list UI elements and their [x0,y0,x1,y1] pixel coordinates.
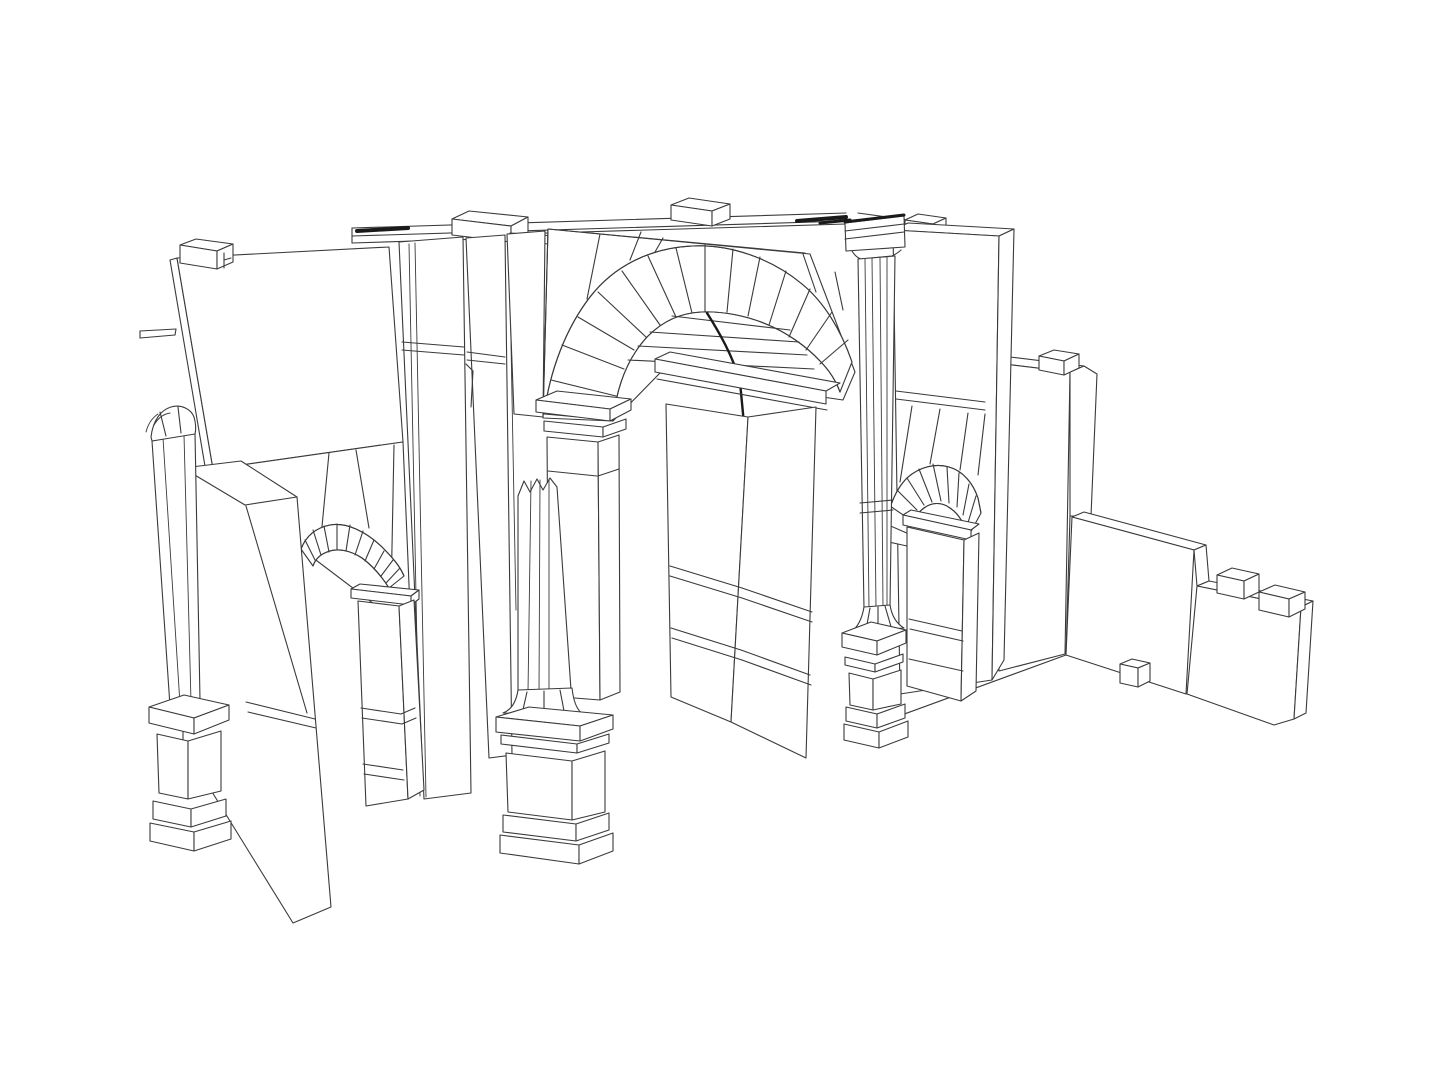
pillar-c-strip [506,230,546,418]
left-ledge-stub [139,328,177,339]
left-column-pedestal [148,694,232,852]
left-column [145,405,201,707]
central-arch [543,244,853,426]
pillar-b [465,234,517,759]
right-column [843,213,906,633]
center-column-pedestal [495,706,614,865]
left-wall-panel [169,238,404,473]
right-column-pedestal [841,621,909,749]
left-small-arch [300,523,425,807]
far-right-walls [876,349,1314,726]
central-arch-left-jamb [535,390,632,701]
central-pier [665,403,817,759]
right-small-arch [883,463,982,702]
